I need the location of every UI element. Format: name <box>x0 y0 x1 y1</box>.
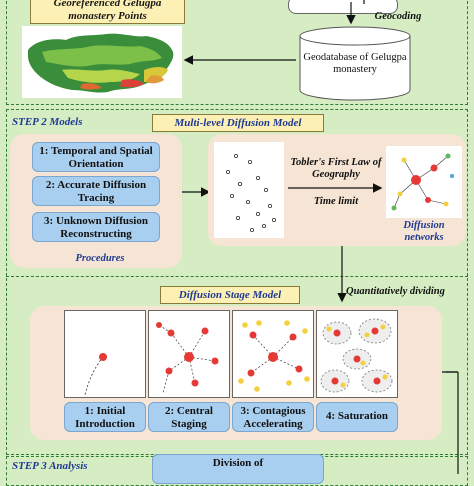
stage-2-graph <box>156 322 219 394</box>
points-label-text: Georeferenced Gelugpa monastery Points <box>53 0 162 22</box>
step3-title: STEP 3 Analysis <box>12 460 88 472</box>
db-to-map-arrow <box>183 0 365 65</box>
procedure-2: 2: Accurate Diffusion Tracing <box>32 176 160 206</box>
stage-2-box <box>148 310 230 398</box>
stage-4-box <box>316 310 398 398</box>
points-scatter-box <box>214 142 284 238</box>
toblers-law-label: Tobler's First Law of Geography <box>290 157 382 180</box>
stage-4-label: 4: Saturation <box>316 402 398 432</box>
geocoding-label: Geocoding <box>374 11 422 22</box>
stage-1-graph <box>84 353 107 396</box>
top-right-box <box>288 0 398 14</box>
database-label-text: Geodatabase of Gelugpa monastery <box>303 52 407 75</box>
procedure-3: 3: Unknown Diffusion Reconstructing <box>32 212 160 242</box>
stage-3-box <box>232 310 314 398</box>
stage-1-label: 1: Initial Introduction <box>64 402 146 432</box>
network-box <box>386 146 462 218</box>
stage-model-title: Diffusion Stage Model <box>160 286 300 304</box>
tibet-map <box>28 33 174 93</box>
points-label: Georeferenced Gelugpa monastery Points <box>30 0 185 24</box>
stage-3-label: 3: Contagious Accelerating <box>232 402 314 432</box>
procedures-label: Procedures <box>75 253 125 264</box>
stage-2-label: 2: Central Staging <box>148 402 230 432</box>
stage-1-box <box>64 310 146 398</box>
stage-divider <box>6 276 468 277</box>
procedures-arrow <box>182 187 211 197</box>
step2-title: STEP 2 Models <box>12 116 83 128</box>
division-label: Division of <box>212 457 264 469</box>
quant-label: Quantitatively dividing <box>346 286 445 297</box>
stage-3-graph <box>238 320 310 392</box>
time-limit-label: Time limit <box>313 196 359 207</box>
step1-region <box>6 0 468 105</box>
division-box: Division of <box>152 454 324 484</box>
procedure-1: 1: Temporal and Spatial Orientation <box>32 142 160 172</box>
network-graph <box>391 153 454 211</box>
database-label: Geodatabase of Gelugpa monastery <box>302 52 408 76</box>
scatter-points <box>225 153 277 233</box>
map-panel <box>22 26 182 98</box>
stage-4-graph <box>320 318 393 393</box>
networks-label: Diffusion networks <box>403 220 445 243</box>
tobler-arrow <box>288 183 383 193</box>
database-cylinder <box>299 26 411 101</box>
multilevel-title: Multi-level Diffusion Model <box>152 114 324 132</box>
